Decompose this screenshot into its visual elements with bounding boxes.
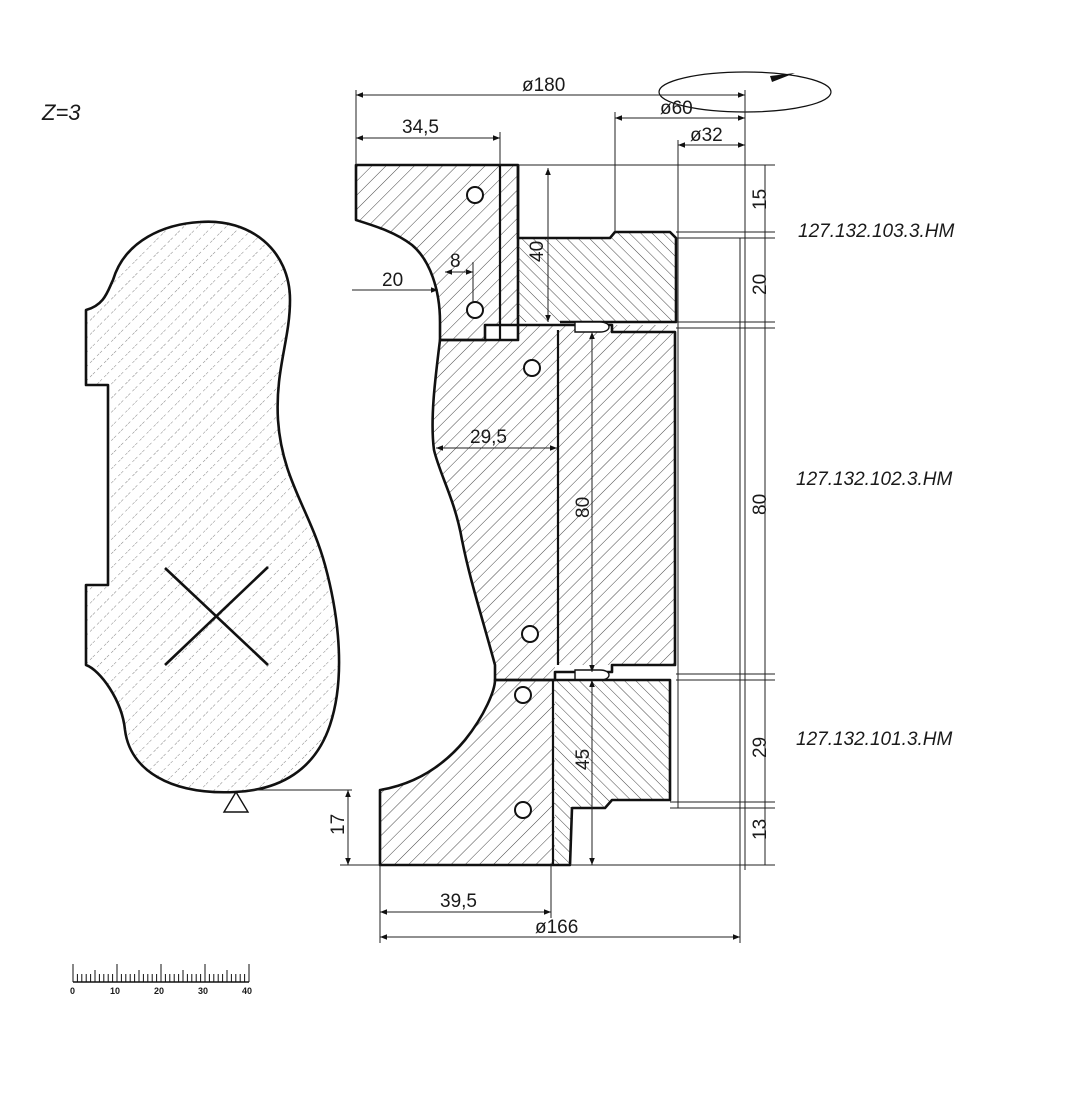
dim-d60: ø60 (660, 98, 693, 119)
datum-triangle-icon (222, 790, 250, 813)
hole-2 (466, 301, 484, 319)
dim-17: 17 (328, 814, 349, 835)
dim-39-5: 39,5 (440, 891, 477, 912)
dim-15: 15 (750, 189, 771, 210)
dim-20-right: 20 (750, 274, 771, 295)
hole-1 (466, 186, 484, 204)
dimension-lines (340, 90, 775, 943)
hole-4 (521, 625, 539, 643)
scale-bar: 0 10 20 30 40 (70, 964, 252, 996)
scale-label-40: 40 (242, 986, 252, 996)
teeth-count-label: Z=3 (41, 100, 81, 125)
dim-45: 45 (573, 749, 594, 770)
dim-29: 29 (750, 737, 771, 758)
hole-5 (514, 686, 532, 704)
dim-40: 40 (527, 241, 548, 262)
scale-label-0: 0 (70, 986, 75, 996)
dim-34-5: 34,5 (402, 117, 439, 138)
cutter-assembly-section (354, 163, 678, 867)
dim-80-inner: 80 (573, 497, 594, 518)
part-number-101: 127.132.101.3.HM (796, 729, 953, 750)
dim-13: 13 (750, 819, 771, 840)
hole-6 (514, 801, 532, 819)
scale-label-20: 20 (154, 986, 164, 996)
cross-line-2 (164, 567, 269, 666)
dim-8: 8 (450, 251, 461, 272)
tooth-profile (84, 220, 352, 813)
hole-3 (523, 359, 541, 377)
dim-29-5: 29,5 (470, 427, 507, 448)
dim-d180: ø180 (522, 75, 565, 96)
scale-label-30: 30 (198, 986, 208, 996)
part-number-103: 127.132.103.3.HM (798, 221, 955, 242)
scale-label-10: 10 (110, 986, 120, 996)
dim-80-right: 80 (750, 494, 771, 515)
dim-d166: ø166 (535, 917, 578, 938)
dim-20-left: 20 (382, 270, 403, 291)
part-number-102: 127.132.102.3.HM (796, 469, 953, 490)
dim-d32: ø32 (690, 125, 723, 146)
